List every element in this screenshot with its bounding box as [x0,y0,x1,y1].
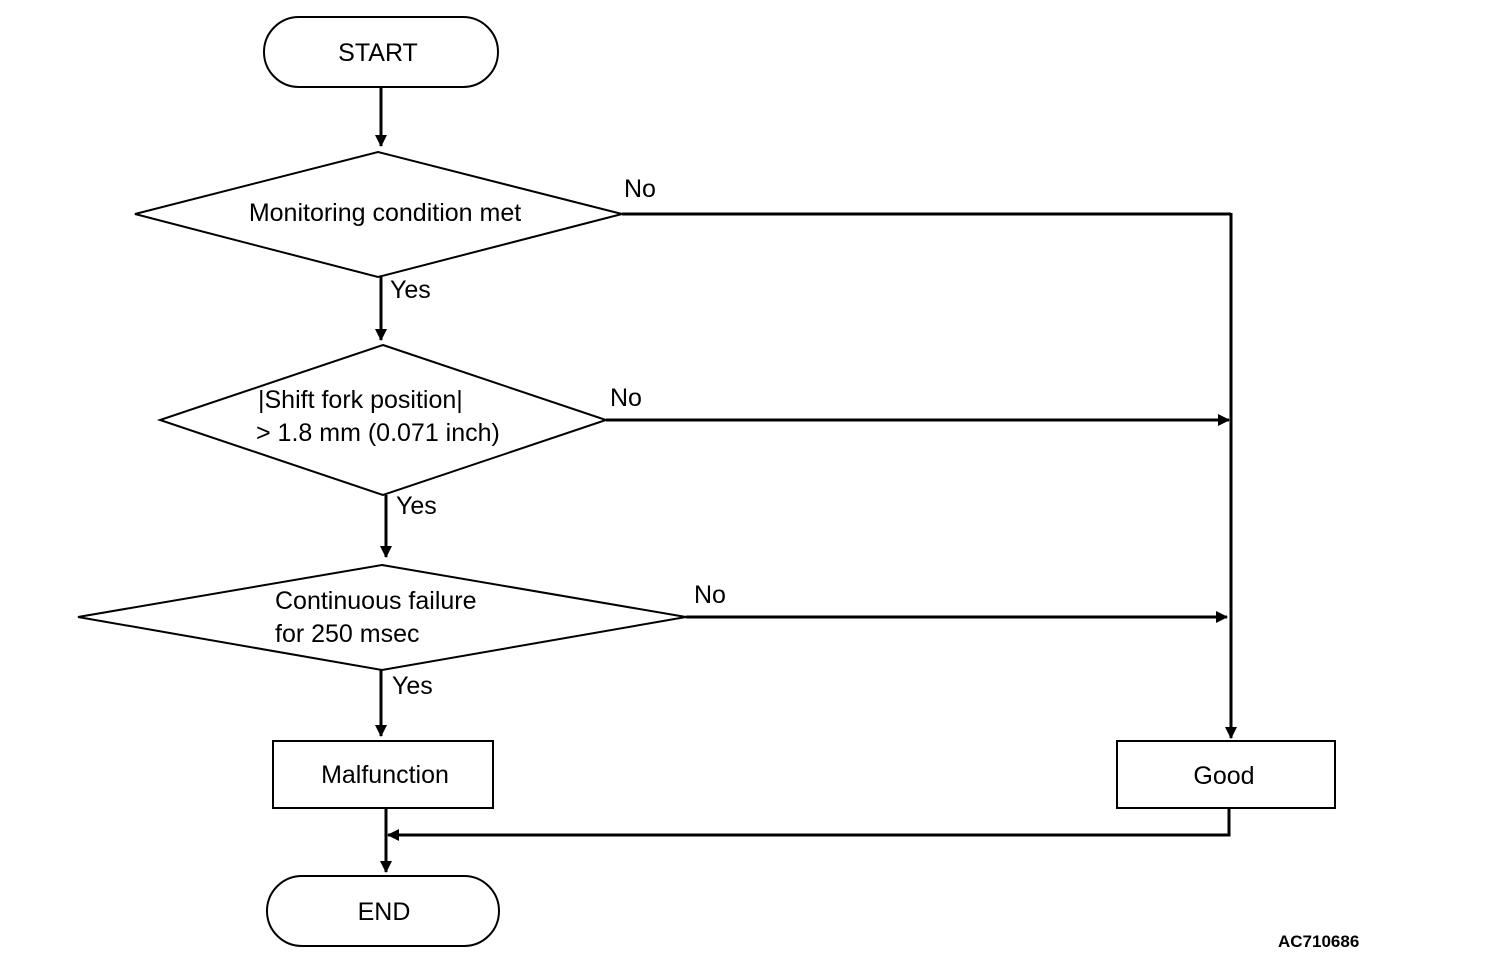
decision1-yes-label: Yes [390,276,431,304]
decision3-label-line1: Continuous failure [275,587,477,615]
good-label: Good [1193,762,1255,790]
malfunction-label: Malfunction [321,761,449,789]
decision2-label-line1: |Shift fork position| [258,386,463,414]
decision3-yes-label: Yes [392,672,433,700]
malfunction-box [272,740,494,809]
good-to-end-line [387,808,1231,841]
figure-code: AC710686 [1278,932,1360,951]
good-box [1116,740,1336,809]
start-label: START [338,39,418,67]
decision2-no-label: No [610,384,642,412]
decision3-label-line2: for 250 msec [275,620,420,648]
decision2-yes-label: Yes [396,492,437,520]
decision3-no-label: No [694,581,726,609]
decision2-diamond [156,343,610,497]
decision1-no-label: No [624,175,656,203]
end-label: END [357,898,411,926]
decision2-label-line2: > 1.8 mm (0.071 inch) [256,419,500,447]
decision1-diamond [134,150,623,279]
end-terminal [266,875,500,947]
decision1-label: Monitoring condition met [248,199,522,227]
